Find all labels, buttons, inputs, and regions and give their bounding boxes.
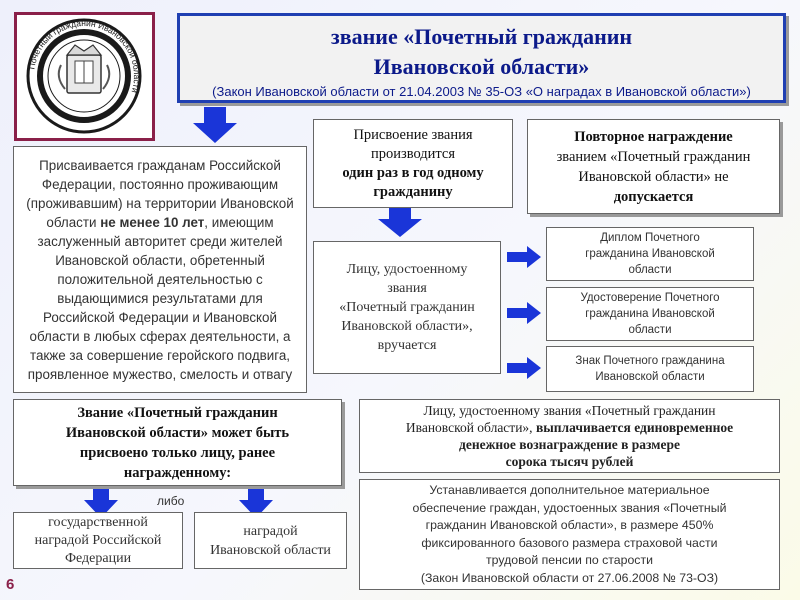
pension-supplement-box: Устанавливается дополнительное материаль… xyxy=(359,479,780,590)
arrow-right-icon xyxy=(507,302,541,324)
arrow-right-icon xyxy=(507,357,541,379)
title-line-2: Ивановской области» xyxy=(373,54,590,79)
arrow-down-icon xyxy=(84,488,118,518)
page-number: 6 xyxy=(6,576,15,593)
title-box: звание «Почетный гражданин Ивановской об… xyxy=(177,13,786,103)
eligibility-box: Звание «Почетный гражданин Ивановской об… xyxy=(13,399,342,486)
certificate-box: Удостоверение Почетного гражданина Ивано… xyxy=(546,287,754,341)
title-line-1: звание «Почетный гражданин xyxy=(330,24,633,49)
criteria-text: Присваивается гражданам Российской Федер… xyxy=(26,157,294,382)
arrow-down-icon xyxy=(193,107,237,143)
arrow-down-icon xyxy=(239,488,273,518)
badge-box: Знак Почетного гражданина Ивановской обл… xyxy=(546,346,754,392)
criteria-box: Присваивается гражданам Российской Федер… xyxy=(13,146,307,393)
or-label: либо xyxy=(157,494,185,508)
once-per-year-box: Присвоение звания производится один раз … xyxy=(313,119,513,208)
criteria-bold: не менее 10 лет xyxy=(100,214,205,230)
awarded-person-box: Лицу, удостоенному звания «Почетный граж… xyxy=(313,241,501,374)
arrow-down-icon xyxy=(378,205,422,237)
emblem-frame: Почетный гражданин Ивановской области xyxy=(14,12,155,141)
payment-box: Лицу, удостоенному звания «Почетный граж… xyxy=(359,399,780,473)
coat-of-arms-seal-icon: Почетный гражданин Ивановской области xyxy=(26,18,142,134)
law-reference: (Закон Ивановской области от 21.04.2003 … xyxy=(212,84,751,99)
arrow-right-icon xyxy=(507,246,541,268)
no-repeat-box: Повторное награждение званием «Почетный … xyxy=(527,119,780,214)
diploma-box: Диплом Почетного гражданина Ивановской о… xyxy=(546,227,754,281)
regional-award-box: наградой Ивановской области xyxy=(194,512,347,569)
state-award-box: государственной наградой Российской Феде… xyxy=(13,512,183,569)
